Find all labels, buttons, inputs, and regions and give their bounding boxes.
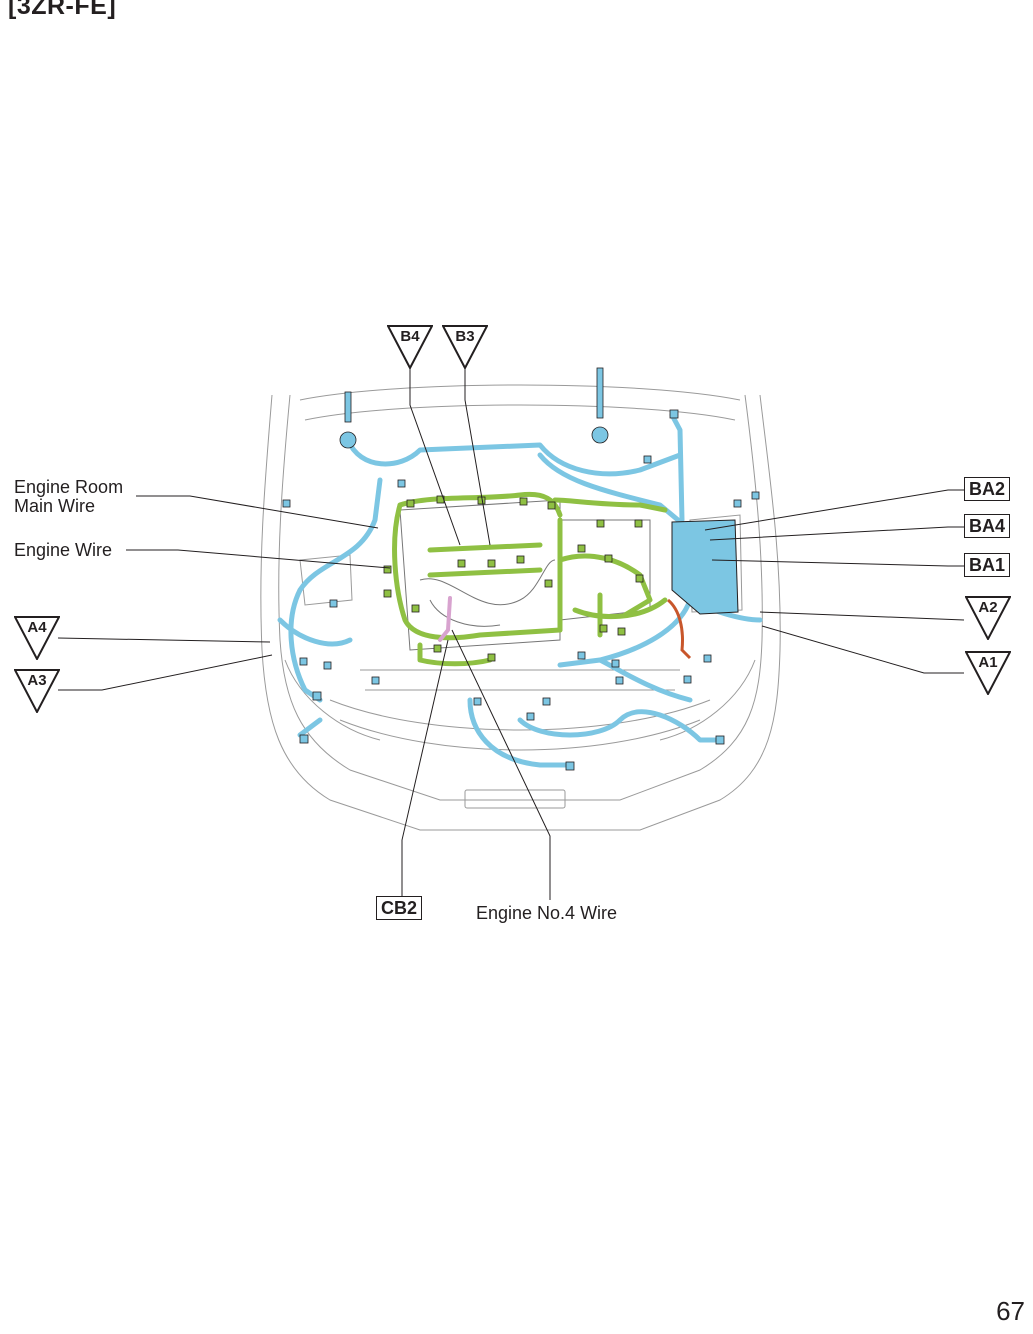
connector-marker-a2: A2 (965, 596, 1011, 640)
grommet-connectors (339, 367, 609, 449)
connector-marker-a1: A1 (965, 651, 1011, 695)
connector-label-ba2: BA2 (964, 477, 1011, 501)
page-title: [3ZR-FE] (8, 0, 117, 20)
connector-marker-b4-label: B4 (400, 328, 420, 345)
green-connectors (383, 495, 644, 662)
engine-room-main-wire-junction-block (671, 519, 739, 615)
connector-label-ba4: BA4 (964, 514, 1011, 538)
connector-marker-a4: A4 (14, 616, 60, 660)
engine-room-main-wire-label-line1: Engine Room (14, 477, 124, 497)
leader-lines (57, 368, 965, 900)
engine-room-main-wire-label: Engine Room Main Wire (14, 478, 123, 516)
engine-no4-wire-label: Engine No.4 Wire (476, 903, 618, 923)
connector-label-cb2: CB2 (376, 896, 423, 920)
connector-marker-b4: B4 (387, 325, 433, 369)
engine-no4-wire-harness (438, 596, 452, 642)
blue-connectors (282, 409, 760, 771)
connector-marker-a1-label: A1 (978, 654, 998, 671)
connector-marker-a4-label: A4 (27, 619, 47, 636)
engine-wire-harness (392, 491, 668, 667)
connector-marker-a3: A3 (14, 669, 60, 713)
connector-marker-a2-label: A2 (978, 599, 998, 616)
connector-marker-b3-label: B3 (455, 328, 475, 345)
car-body-outline (260, 384, 781, 831)
page-number: 67 (996, 1296, 1025, 1326)
connector-label-ba1: BA1 (964, 553, 1011, 577)
engine-room-main-wire-label-line2: Main Wire (14, 496, 96, 516)
connector-marker-b3: B3 (442, 325, 488, 369)
connector-marker-a3-label: A3 (27, 672, 47, 689)
ground-strap (666, 598, 692, 660)
engine-wire-label: Engine Wire (14, 540, 113, 560)
